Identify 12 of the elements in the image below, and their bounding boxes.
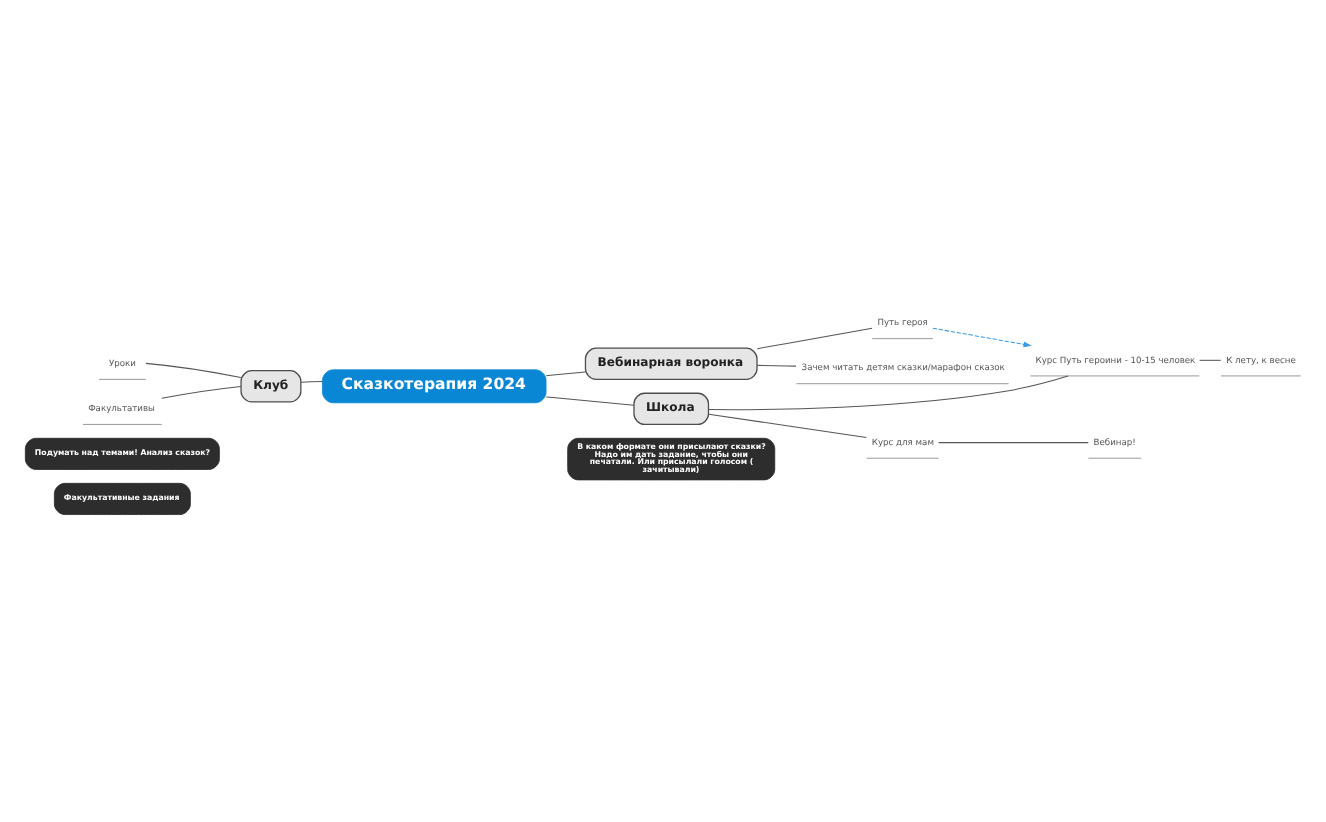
connector <box>756 364 797 367</box>
connector <box>708 413 867 438</box>
connector <box>545 396 635 406</box>
connector <box>161 386 242 399</box>
connector <box>708 375 1069 411</box>
connector <box>300 380 323 383</box>
connector <box>145 362 242 379</box>
connector <box>1199 359 1222 361</box>
arrow <box>932 327 1032 348</box>
connector <box>756 327 873 350</box>
connector <box>545 371 586 377</box>
connector <box>938 442 1089 444</box>
